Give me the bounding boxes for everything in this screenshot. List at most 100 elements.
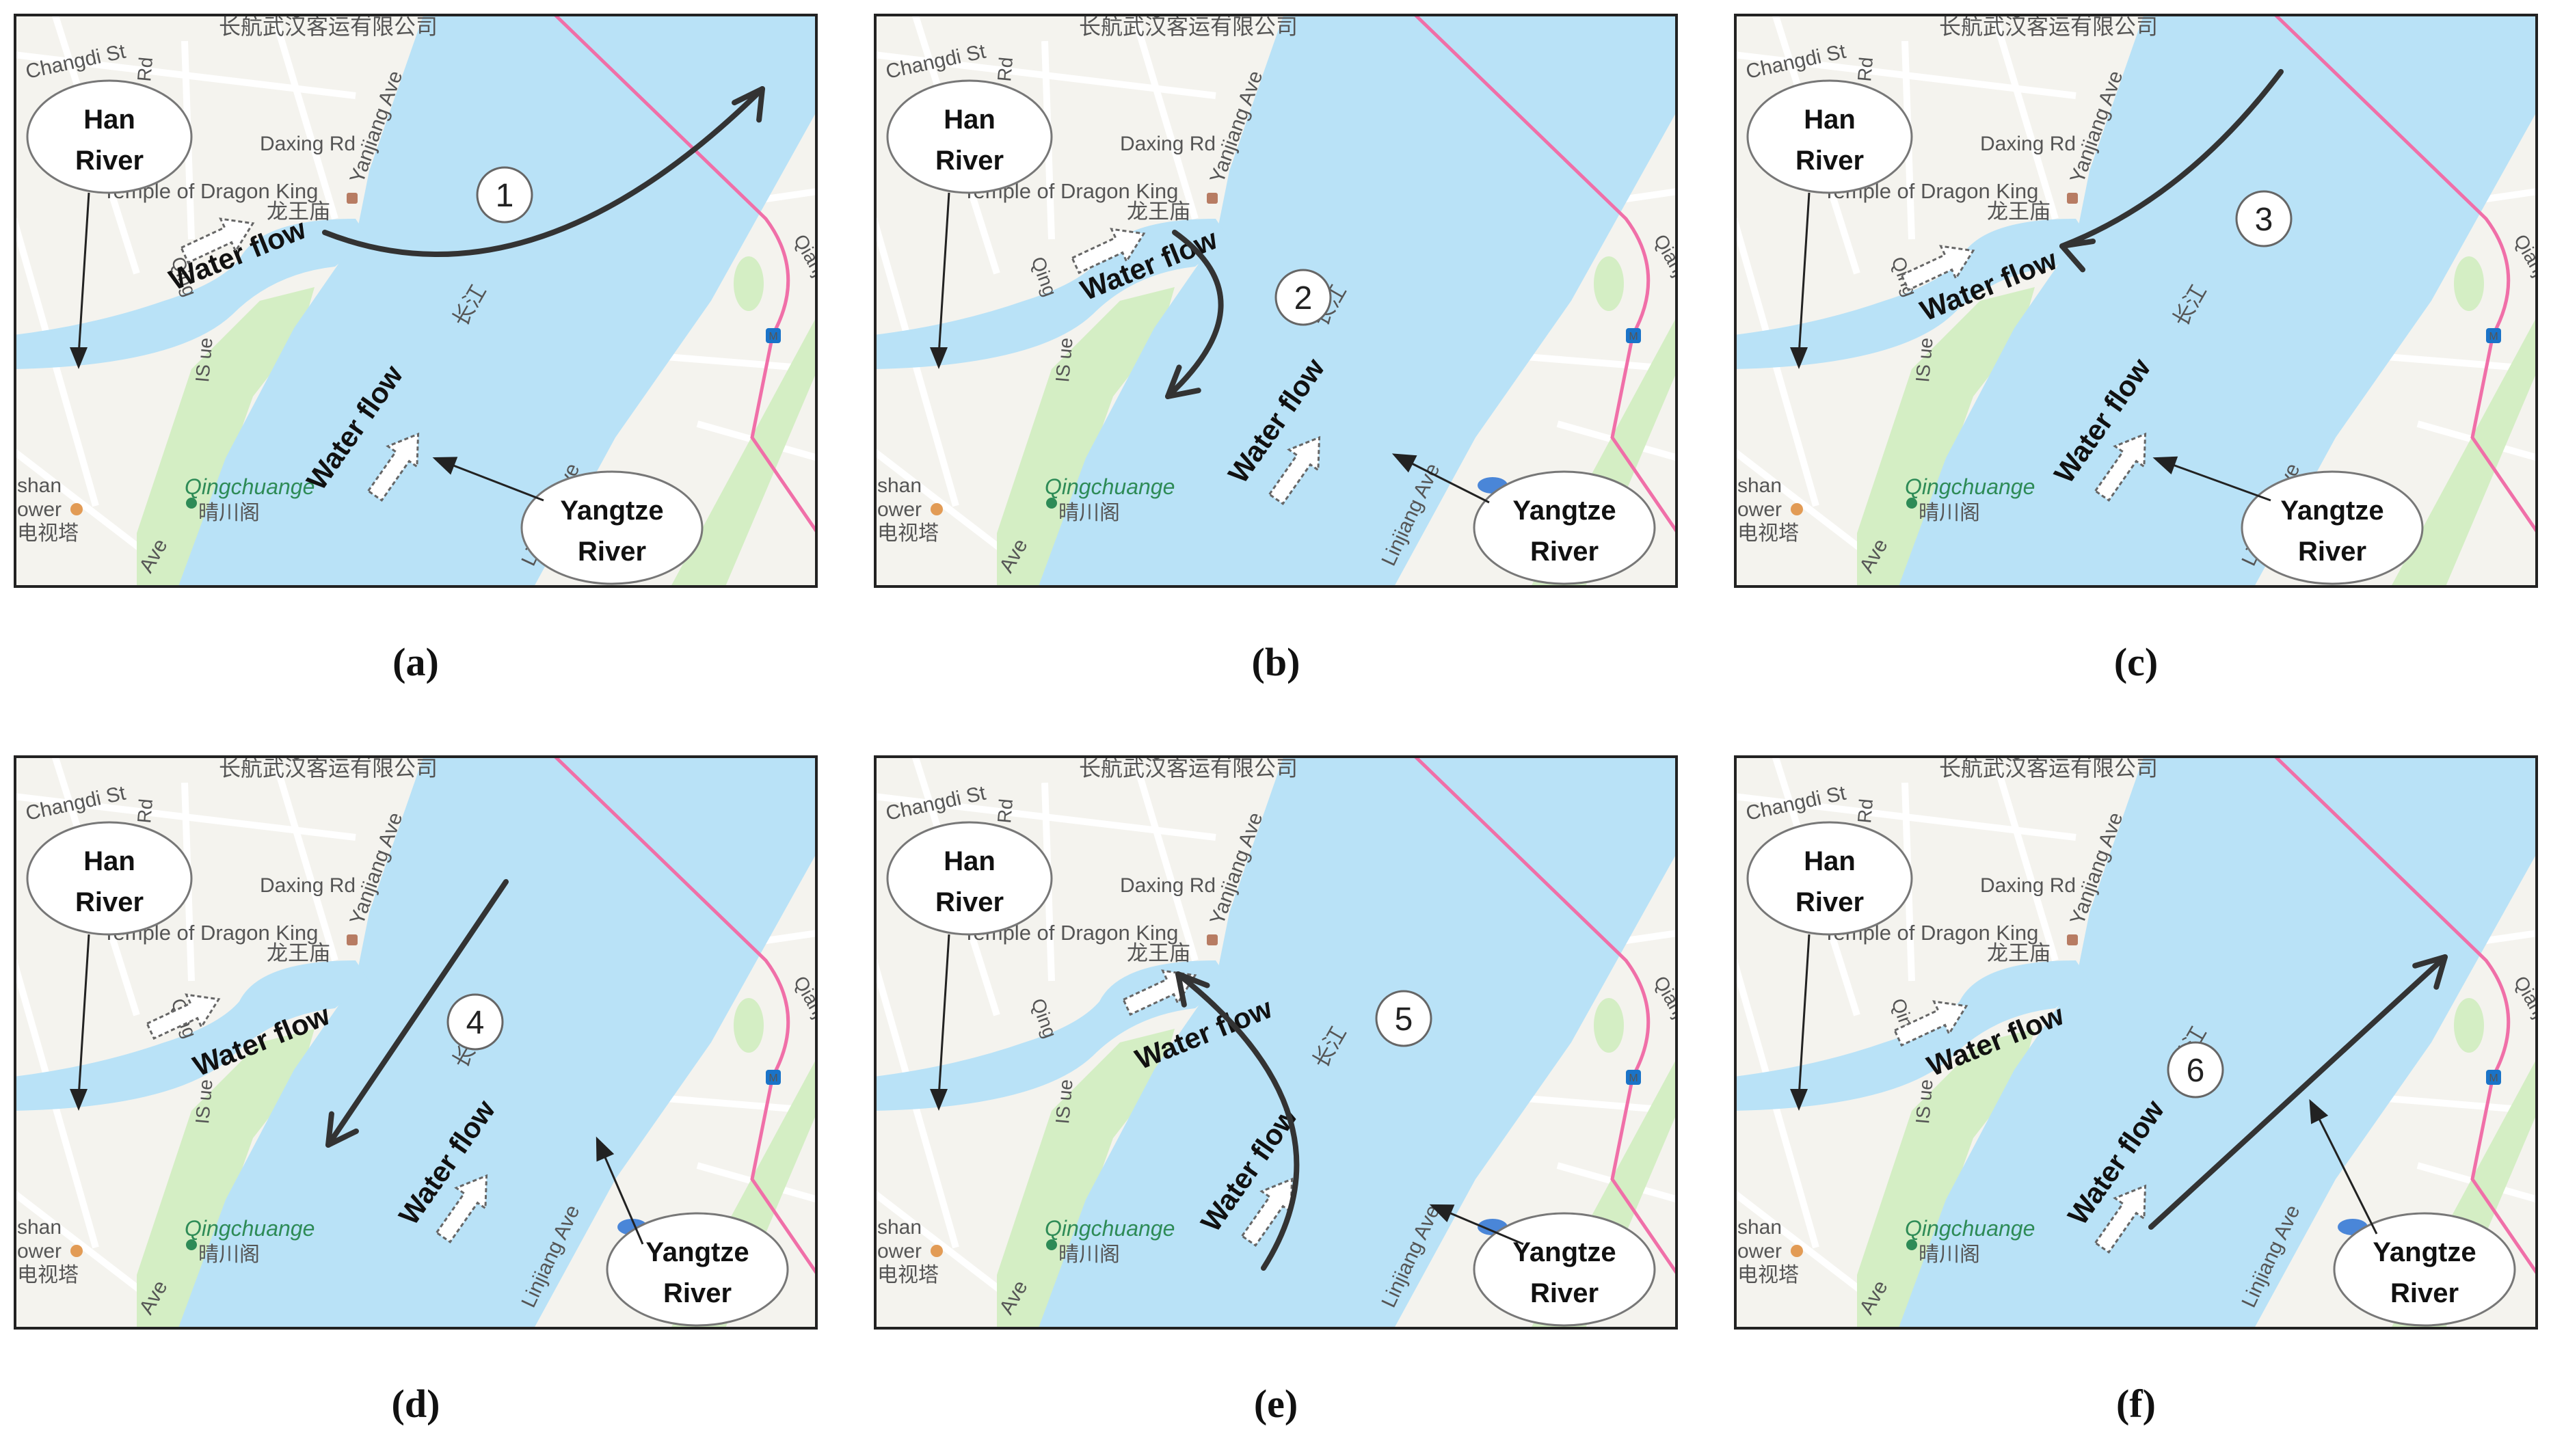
tower-icon xyxy=(70,1245,83,1257)
label-temple-cn: 龙王庙 xyxy=(267,941,330,965)
tower-icon xyxy=(931,1245,943,1257)
caption-c: (c) xyxy=(2113,640,2159,684)
label-qingchuange: Qingchuange xyxy=(1905,474,2035,499)
metro-icon: M xyxy=(1626,328,1641,343)
yangtze-pointer-head-icon xyxy=(1429,1204,1455,1223)
yangtze-label-1: Yangtze xyxy=(645,1237,749,1267)
label-shan: shan xyxy=(1737,474,1782,497)
arrowhead-icon xyxy=(1175,971,1210,1008)
tower-icon xyxy=(70,503,83,515)
yangtze-label-2: River xyxy=(578,537,646,567)
arrowhead-icon xyxy=(1165,364,1201,399)
flow-arrow-icon xyxy=(435,1174,488,1244)
yangtze-river-water xyxy=(178,755,818,1330)
label-rd: Rd xyxy=(1854,798,1877,824)
label-tower-cn: 电视塔 xyxy=(17,522,79,545)
han-pointer-head-icon xyxy=(930,347,948,369)
panel-border xyxy=(874,755,1678,1330)
panel-border xyxy=(14,14,818,588)
flow-arrow-icon xyxy=(1900,245,1975,292)
path-arrow xyxy=(1175,971,1300,1271)
label-shan: shan xyxy=(877,474,922,497)
han-river-label-2: River xyxy=(935,887,1004,917)
temple-icon xyxy=(1207,193,1218,204)
pavilion-icon xyxy=(186,498,197,509)
label-company-cn: 长航武汉客运有限公司 xyxy=(1939,756,2158,781)
park-east xyxy=(670,314,818,588)
metro-icon: M xyxy=(766,1070,781,1085)
han-river-label-1: Han xyxy=(83,105,135,135)
han-pointer xyxy=(1798,934,1811,1098)
label-is-ue: IS ue xyxy=(1052,337,1077,383)
panel-border xyxy=(1734,14,2538,588)
yangtze-label-1: Yangtze xyxy=(1512,496,1616,526)
park-small xyxy=(2454,256,2484,311)
han-river-label-2: River xyxy=(75,887,144,917)
step-number: 1 xyxy=(496,178,514,214)
yangtze-pointer-head-icon xyxy=(432,457,458,475)
yangtze-pointer xyxy=(2157,458,2271,502)
label-daxing-rd: Daxing Rd xyxy=(1120,133,1216,155)
label-is-ue: IS ue xyxy=(1912,337,1937,383)
metro-letter: M xyxy=(1629,1073,1638,1084)
park-small xyxy=(1594,998,1624,1053)
pavilion-icon xyxy=(1906,1239,1917,1250)
step-number-badge: 6 xyxy=(2167,1041,2224,1098)
yangtze-label-1: Yangtze xyxy=(2280,496,2383,526)
temple-icon xyxy=(1207,934,1218,945)
han-pointer xyxy=(937,192,950,356)
pavilion-icon xyxy=(186,1239,197,1250)
label-shan: shan xyxy=(17,474,62,497)
park-small xyxy=(734,256,764,311)
label-ower: ower xyxy=(1737,498,1782,521)
step-number-badge: 2 xyxy=(1274,269,1332,326)
flow-arrow-icon xyxy=(1893,1000,1968,1047)
step-number: 4 xyxy=(466,1005,485,1041)
han-river-label-2: River xyxy=(935,146,1004,176)
yangtze-label-1: Yangtze xyxy=(560,496,663,526)
label-shan: shan xyxy=(1737,1216,1782,1239)
panel-border xyxy=(14,755,818,1330)
han-river-water xyxy=(874,219,1229,369)
label-shan: shan xyxy=(877,1216,922,1239)
step-number-badge: 4 xyxy=(446,993,504,1051)
han-pointer-head-icon xyxy=(930,1089,948,1111)
path-arrow xyxy=(325,879,509,1148)
label-ower: ower xyxy=(877,1240,922,1263)
label-is-ue: IS ue xyxy=(191,1079,217,1125)
yangtze-label-2: River xyxy=(2298,537,2366,567)
label-rd: Rd xyxy=(1854,56,1877,82)
han-river-label-1: Han xyxy=(1804,105,1856,135)
step-number: 6 xyxy=(2187,1053,2205,1089)
han-river-label-1: Han xyxy=(1804,846,1856,876)
metro-icon: M xyxy=(2486,328,2501,343)
yangtze-pointer-head-icon xyxy=(2152,456,2178,475)
label-tower-cn: 电视塔 xyxy=(877,1264,939,1286)
park-small xyxy=(2454,998,2484,1053)
han-pointer-head-icon xyxy=(1790,1089,1808,1111)
label-daxing-rd: Daxing Rd xyxy=(1980,133,2076,155)
step-number-badge: 5 xyxy=(1375,990,1432,1047)
yangtze-river-water xyxy=(1038,14,1678,588)
han-river-water xyxy=(1734,219,2089,369)
arrowhead-icon xyxy=(2059,239,2096,273)
label-daxing-rd: Daxing Rd xyxy=(1120,874,1216,897)
panel-border xyxy=(874,14,1678,588)
label-temple-cn: 龙王庙 xyxy=(1987,941,2051,965)
path-arrow xyxy=(322,86,765,257)
temple-icon xyxy=(347,193,358,204)
han-pointer xyxy=(937,934,950,1098)
han-river-water xyxy=(14,219,369,369)
label-qingchuange: Qingchuange xyxy=(185,474,315,499)
label-company-cn: 长航武汉客运有限公司 xyxy=(219,14,438,39)
han-river-label-2: River xyxy=(75,146,144,176)
yangtze-label-2: River xyxy=(1530,537,1599,567)
